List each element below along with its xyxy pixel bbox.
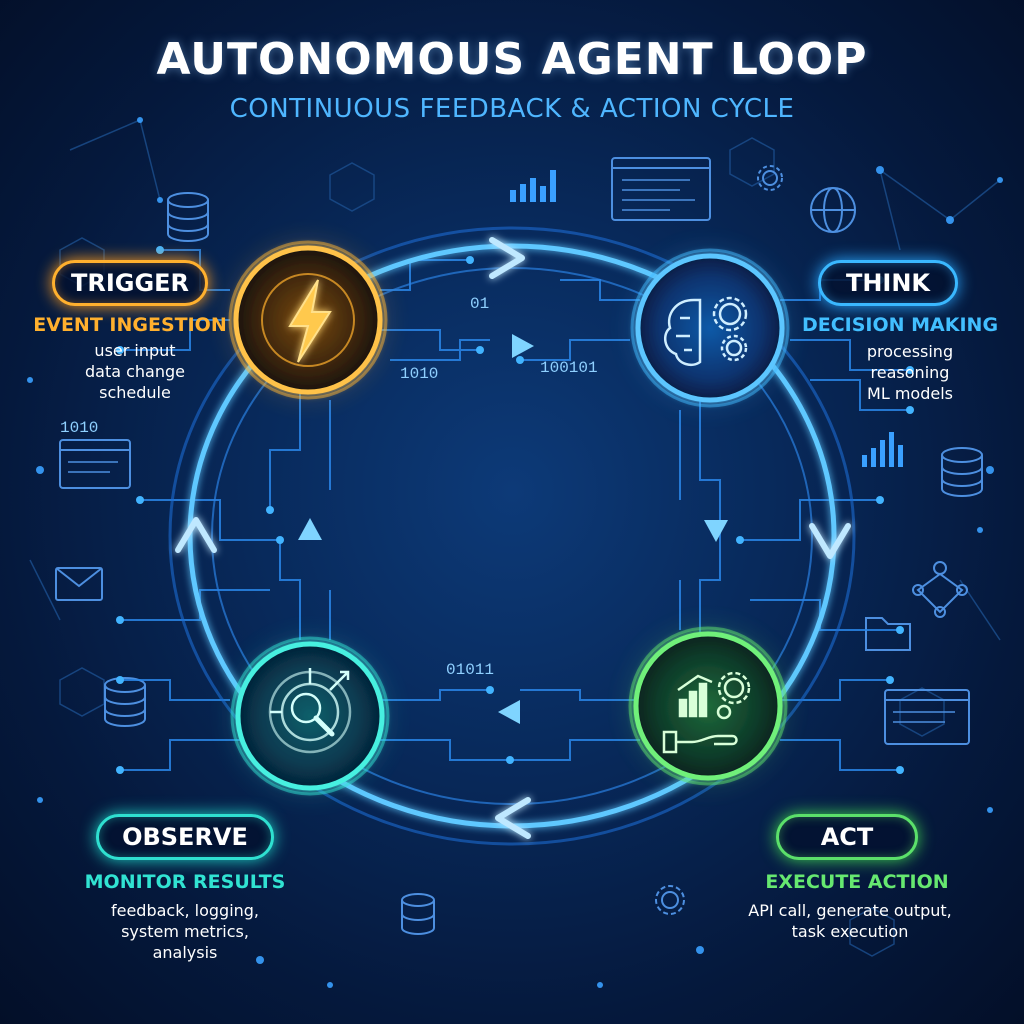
trigger-label: TRIGGER bbox=[52, 260, 208, 306]
page-title: AUTONOMOUS AGENT LOOP bbox=[156, 34, 868, 85]
trigger-description-line: data change bbox=[84, 362, 185, 381]
trigger-description-line: user input bbox=[94, 341, 176, 360]
arrow-inner-right bbox=[512, 334, 534, 358]
arrow-think-to-act bbox=[809, 523, 851, 559]
observe-description: feedback, logging, system metrics, analy… bbox=[90, 900, 280, 963]
binary-labels: 01 1010 100101 1010 01011 bbox=[60, 295, 598, 679]
gear-icon bbox=[655, 885, 685, 915]
code-window-icon bbox=[884, 689, 970, 745]
inner-arrows bbox=[298, 334, 728, 724]
arrow-trigger-to-think bbox=[489, 237, 525, 279]
folder-icon bbox=[865, 617, 911, 651]
think-description-line: processing bbox=[866, 342, 954, 361]
arrow-act-to-observe bbox=[495, 797, 531, 839]
observe-node bbox=[230, 636, 390, 796]
binary-label: 01 bbox=[470, 295, 489, 313]
binary-label: 1010 bbox=[60, 419, 98, 437]
bar-chart-icon bbox=[510, 170, 556, 202]
observe-description-line: analysis bbox=[152, 943, 218, 962]
trigger-description: user input data change schedule bbox=[40, 340, 230, 403]
circuit-dots bbox=[116, 246, 914, 774]
observe-description-line: system metrics, bbox=[121, 922, 249, 941]
database-icon bbox=[401, 893, 435, 935]
arrow-inner-left bbox=[498, 700, 520, 724]
database-icon bbox=[104, 677, 146, 727]
act-node bbox=[628, 626, 788, 786]
binary-label: 100101 bbox=[540, 359, 598, 377]
envelope-icon bbox=[55, 567, 103, 601]
gear-icon bbox=[757, 165, 783, 191]
globe-icon bbox=[810, 187, 856, 233]
observe-caption: MONITOR RESULTS bbox=[84, 871, 286, 893]
lightning-bolt-icon bbox=[288, 279, 332, 363]
think-caption: DECISION MAKING bbox=[801, 314, 999, 336]
think-description-line: reasoning bbox=[870, 363, 950, 382]
circuit-traces bbox=[120, 249, 910, 771]
arrow-observe-to-trigger bbox=[175, 517, 217, 553]
database-icon bbox=[941, 447, 983, 497]
think-node bbox=[630, 248, 790, 408]
act-caption: EXECUTE ACTION bbox=[765, 871, 949, 893]
observe-description-line: feedback, logging, bbox=[110, 901, 260, 920]
network-node-icon bbox=[912, 561, 968, 618]
observe-label: OBSERVE bbox=[96, 814, 274, 860]
binary-label: 1010 bbox=[400, 365, 438, 383]
hand-chart-gears-icon bbox=[662, 671, 751, 754]
loop-arrows bbox=[175, 237, 851, 839]
page-subtitle: CONTINUOUS FEEDBACK & ACTION CYCLE bbox=[229, 94, 795, 124]
think-description: processing reasoning ML models bbox=[800, 341, 1020, 404]
brain-gears-icon bbox=[663, 296, 748, 366]
act-description-line: task execution bbox=[791, 922, 909, 941]
trigger-caption: EVENT INGESTION bbox=[33, 314, 227, 336]
bar-chart-icon bbox=[862, 432, 903, 467]
trigger-node bbox=[228, 240, 388, 400]
arrow-inner-up bbox=[298, 518, 322, 540]
act-label: ACT bbox=[776, 814, 918, 860]
database-icon bbox=[167, 192, 209, 242]
binary-label: 01011 bbox=[446, 661, 494, 679]
trigger-description-line: schedule bbox=[99, 383, 171, 402]
background-nodes bbox=[27, 117, 1003, 988]
arrow-inner-down bbox=[704, 520, 728, 542]
magnifier-target-icon bbox=[268, 668, 352, 754]
act-description: API call, generate output, task executio… bbox=[730, 900, 970, 942]
code-window-icon bbox=[59, 439, 131, 489]
think-description-line: ML models bbox=[867, 384, 953, 403]
think-label: THINK bbox=[818, 260, 958, 306]
code-window-icon bbox=[611, 157, 711, 221]
act-description-line: API call, generate output, bbox=[748, 901, 952, 920]
